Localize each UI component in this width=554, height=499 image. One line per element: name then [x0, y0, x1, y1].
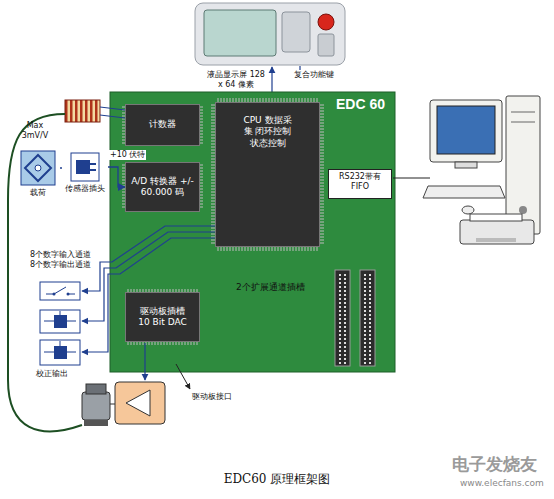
- node-text: RS232带有 FIFO: [330, 172, 390, 191]
- board-title: EDC 60: [336, 96, 385, 112]
- bridge-symbol: [20, 150, 56, 186]
- rs232-box: RS232带有 FIFO: [328, 169, 392, 199]
- circuit-board: EDC 60 计数器 A/D 转换器 +/- 60.000 码 CPU 数据采集 闭环…: [110, 92, 395, 372]
- node-text: CPU 数据采集 闭环控制 状态控制: [243, 115, 293, 149]
- node-text: 计数器: [149, 119, 176, 130]
- node-text: 传感器插头: [62, 184, 108, 194]
- driver-slot-chip: 驱动板插槽 10 Bit DAC: [125, 292, 200, 342]
- caption: EDC60 原理框架图: [0, 472, 554, 486]
- node-text: 载荷: [16, 188, 60, 198]
- label: 复合功能键: [284, 70, 344, 80]
- label: 2个扩展通道插槽: [236, 282, 326, 293]
- label: 电子发烧友: [452, 454, 552, 474]
- label: 液晶显示屏 128 x 64 像素: [205, 70, 267, 89]
- label: 8个数字输入通道 8个数字输出通道: [30, 250, 96, 269]
- cpu-chip: CPU 数据采集 闭环控制 状态控制: [215, 102, 320, 247]
- label: www.elecfans.com: [460, 478, 552, 489]
- load-bridge: 载荷: [16, 150, 60, 198]
- label: 驱动板接口: [192, 392, 252, 402]
- label: 校正输出: [36, 369, 86, 379]
- connector: [108, 167, 125, 187]
- label: Max 3mV/V: [20, 121, 50, 140]
- edge-label: +10 伏特: [109, 150, 146, 160]
- counter-chip: 计数器: [125, 104, 200, 146]
- node-text: A/D 转换器 +/- 60.000 码: [130, 176, 195, 199]
- connector: [60, 167, 62, 168]
- plug-symbol: [70, 152, 100, 182]
- sensor-plug: 传感器插头: [62, 152, 108, 194]
- node-text: 驱动板插槽 10 Bit DAC: [135, 306, 190, 329]
- adc-chip: A/D 转换器 +/- 60.000 码: [125, 162, 200, 212]
